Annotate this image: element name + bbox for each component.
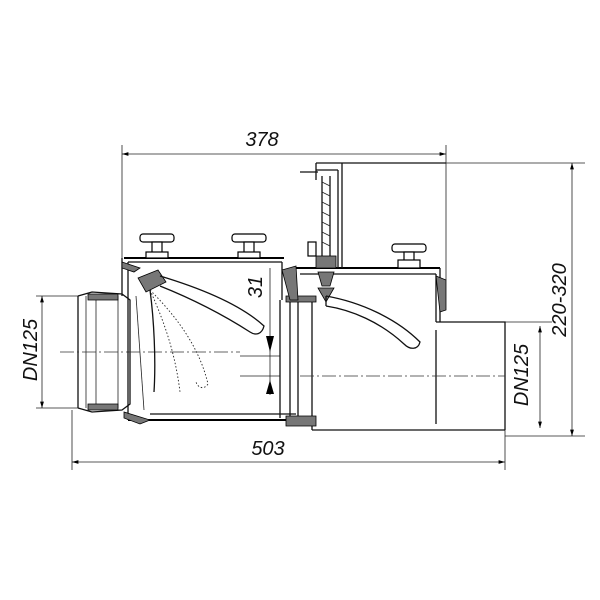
actuator-spindle bbox=[307, 176, 337, 303]
right-flap bbox=[325, 295, 421, 349]
top-width-label: 378 bbox=[245, 129, 278, 151]
dimension-outlet-diameter: DN125 bbox=[505, 321, 552, 428]
knob-icon bbox=[139, 233, 175, 259]
inlet-diameter-label: DN125 bbox=[20, 318, 42, 381]
overall-length-label: 503 bbox=[251, 438, 284, 460]
left-cover-knobs bbox=[139, 233, 267, 259]
knob-icon bbox=[231, 233, 267, 259]
dimension-inlet-diameter: DN125 bbox=[20, 295, 78, 409]
dimension-top-width: 378 bbox=[121, 129, 447, 280]
inlet-pipe bbox=[60, 291, 240, 413]
left-flap bbox=[135, 269, 265, 411]
knob-icon bbox=[391, 243, 427, 269]
middle-coupling bbox=[281, 265, 317, 430]
right-cover-box bbox=[300, 162, 446, 268]
flap-dimension-label: 31 bbox=[245, 276, 267, 298]
height-range-label: 220-320 bbox=[549, 263, 571, 337]
outlet-diameter-label: DN125 bbox=[511, 343, 533, 406]
dimension-height-range: 220-320 bbox=[446, 162, 585, 437]
left-chamber bbox=[121, 257, 300, 425]
dimension-flap: 31 bbox=[240, 268, 280, 395]
dimension-overall-length: 503 bbox=[71, 410, 506, 470]
